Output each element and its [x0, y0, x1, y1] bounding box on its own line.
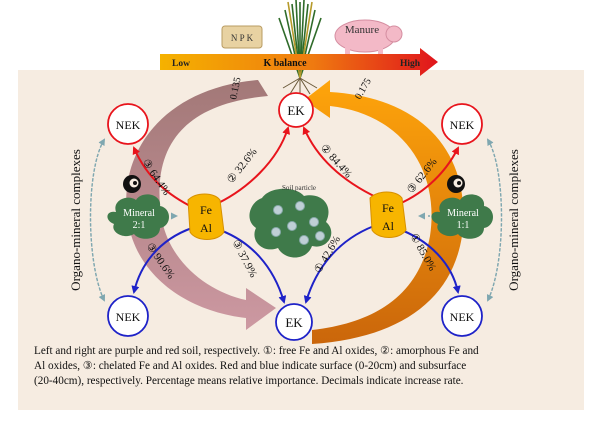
- nek-top-left-label: NEK: [116, 118, 141, 132]
- mineral-left-label-2: 2:1: [133, 220, 146, 231]
- npk-label: N P K: [231, 33, 254, 43]
- al-left-label: Al: [200, 221, 213, 235]
- ek-bottom-node: EK: [275, 303, 313, 341]
- arrow-al-right-to-nek-bottom-right: [395, 227, 461, 294]
- rate-left: 0.135: [228, 76, 243, 100]
- arrow-fe-left-to-ek-top: [211, 126, 291, 207]
- side-label-left: Organo-mineral complexes: [68, 149, 83, 291]
- caption-line-1: Left and right are purple and red soil, …: [34, 345, 479, 357]
- mineral-1-1-cloud: Mineral 1:1: [431, 194, 493, 239]
- arrow-al-left-to-nek-bottom-left: [131, 227, 193, 294]
- ek-top-label: EK: [287, 103, 305, 118]
- ek-top-node: EK: [278, 92, 314, 128]
- left-swirl-icon: [123, 175, 141, 193]
- caption-line-2: Al oxides, ③: chelated Fe and Al oxides.…: [34, 360, 467, 372]
- soil-particle-label: Soil particle: [282, 184, 316, 192]
- nek-top-left-node: NEK: [107, 103, 149, 145]
- nek-bottom-left-node: NEK: [107, 295, 149, 337]
- nek-bottom-right-label: NEK: [450, 310, 475, 324]
- al-right-label: Al: [382, 219, 395, 233]
- caption: Left and right are purple and red soil, …: [34, 344, 574, 389]
- manure-pig-icon: Manure: [334, 19, 403, 56]
- right-swirl-icon: [447, 175, 465, 193]
- caption-line-3: (20-40cm), respectively. Percentage mean…: [34, 375, 464, 387]
- plant-roots-icon: [282, 77, 318, 96]
- nek-top-right-label: NEK: [450, 118, 475, 132]
- npk-fertilizer-bag: N P K: [221, 25, 263, 49]
- nek-bottom-right-node: NEK: [441, 295, 483, 337]
- arrow-fe-right-to-ek-top: [302, 126, 379, 199]
- fe-right-label: Fe: [382, 201, 394, 215]
- high-label: High: [400, 59, 421, 69]
- low-label: Low: [172, 59, 190, 69]
- fe-al-left-oxide: Fe Al: [187, 193, 225, 240]
- ek-bottom-label: EK: [285, 315, 303, 330]
- k-balance-label: K balance: [263, 58, 307, 69]
- side-label-right: Organo-mineral complexes: [506, 149, 521, 291]
- nek-top-right-node: NEK: [441, 103, 483, 145]
- manure-label: Manure: [345, 24, 379, 36]
- arrow-al-right-to-ek-bottom: [303, 225, 375, 304]
- fe-al-right-oxide: Fe Al: [369, 191, 407, 238]
- arrow-al-left-to-ek-bottom: [213, 227, 287, 304]
- mineral-2-1-cloud: Mineral 2:1: [107, 194, 169, 239]
- mineral-right-label-2: 1:1: [457, 220, 470, 231]
- k-balance-bar: Low K balance High: [160, 48, 438, 76]
- purple-soil-flow-arrow: [126, 80, 276, 330]
- red-soil-flow-arrow: [304, 80, 464, 344]
- mineral-right-label-1: Mineral: [447, 208, 479, 219]
- soil-particle-cluster: Soil particle: [249, 184, 332, 258]
- nek-bottom-left-label: NEK: [116, 310, 141, 324]
- fe-left-label: Fe: [200, 203, 212, 217]
- mineral-left-label-1: Mineral: [123, 208, 155, 219]
- arrow-fe-left-to-nek-top-left: [132, 146, 195, 209]
